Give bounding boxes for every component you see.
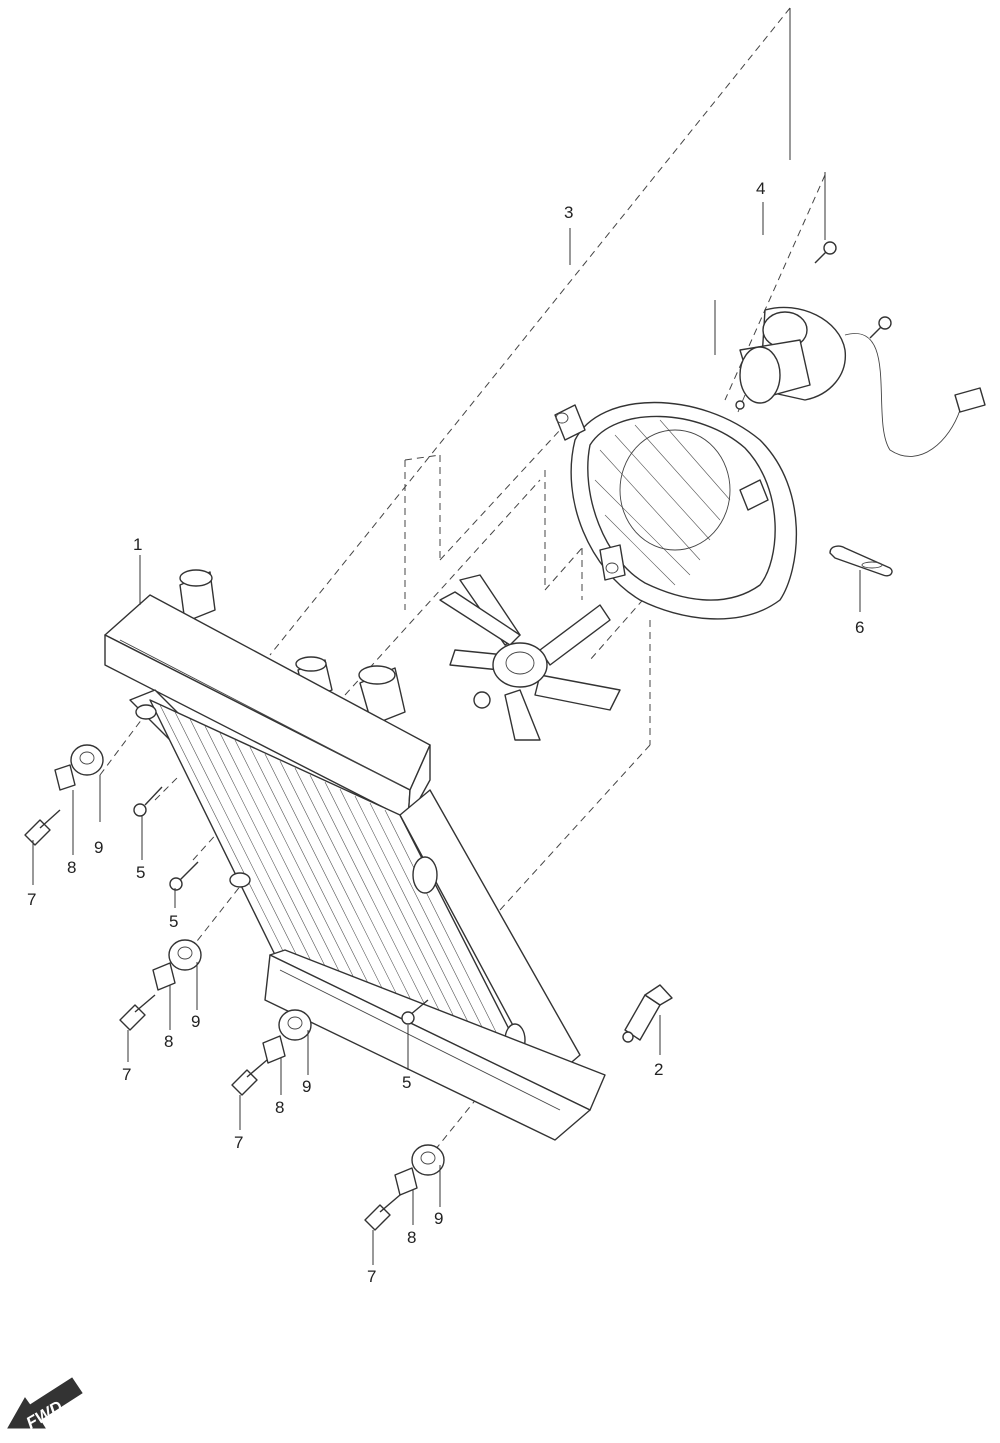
callout-labels: 1 2 3 4 5 5 5 6 7 7 7 7 8 8 8 8 9 9 9 9 bbox=[27, 179, 864, 1286]
leader-lines bbox=[32, 8, 861, 1265]
mounting-hardware-set-2 bbox=[119, 939, 202, 1031]
screw-lower bbox=[401, 999, 429, 1025]
callout-7-set-1: 7 bbox=[27, 890, 36, 909]
mounting-hardware-set-4 bbox=[364, 1144, 445, 1231]
arrow-icon bbox=[7, 1377, 83, 1429]
radiator bbox=[104, 569, 606, 1141]
callout-7-set-4: 7 bbox=[367, 1267, 376, 1286]
radiator-core-fins bbox=[159, 704, 516, 1071]
callout-8-set-3: 8 bbox=[275, 1098, 284, 1117]
callout-9-set-4: 9 bbox=[434, 1209, 443, 1228]
fan-motor bbox=[735, 241, 986, 457]
callout-8-set-4: 8 bbox=[407, 1228, 416, 1247]
callout-7-set-2: 7 bbox=[122, 1065, 131, 1084]
temperature-sensor bbox=[622, 984, 673, 1043]
callout-5-upper: 5 bbox=[136, 863, 145, 882]
fan-blade bbox=[439, 574, 621, 741]
shroud-ribs bbox=[594, 419, 731, 586]
mounting-hardware-set-1 bbox=[24, 744, 104, 846]
callout-3: 3 bbox=[564, 203, 573, 222]
mounting-hardware-set-3 bbox=[231, 1009, 312, 1096]
callout-5-lower: 5 bbox=[402, 1073, 411, 1092]
callout-8-set-2: 8 bbox=[164, 1032, 173, 1051]
callout-9-set-1: 9 bbox=[94, 838, 103, 857]
callout-4: 4 bbox=[756, 179, 765, 198]
screw-middle bbox=[169, 861, 199, 891]
forward-direction-arrow: FWD bbox=[7, 1377, 83, 1433]
screw-upper bbox=[133, 786, 163, 817]
fan-shroud bbox=[554, 401, 797, 620]
callout-1: 1 bbox=[133, 535, 142, 554]
callout-9-set-2: 9 bbox=[191, 1012, 200, 1031]
motor-screw-upper bbox=[814, 241, 837, 264]
callout-9-set-3: 9 bbox=[302, 1077, 311, 1096]
callout-2: 2 bbox=[654, 1060, 663, 1079]
callout-6: 6 bbox=[855, 618, 864, 637]
callout-8-set-1: 8 bbox=[67, 858, 76, 877]
callout-5-middle: 5 bbox=[169, 912, 178, 931]
callout-7-set-3: 7 bbox=[234, 1133, 243, 1152]
wire-clip bbox=[829, 545, 893, 577]
motor-screw-lower bbox=[869, 316, 892, 339]
